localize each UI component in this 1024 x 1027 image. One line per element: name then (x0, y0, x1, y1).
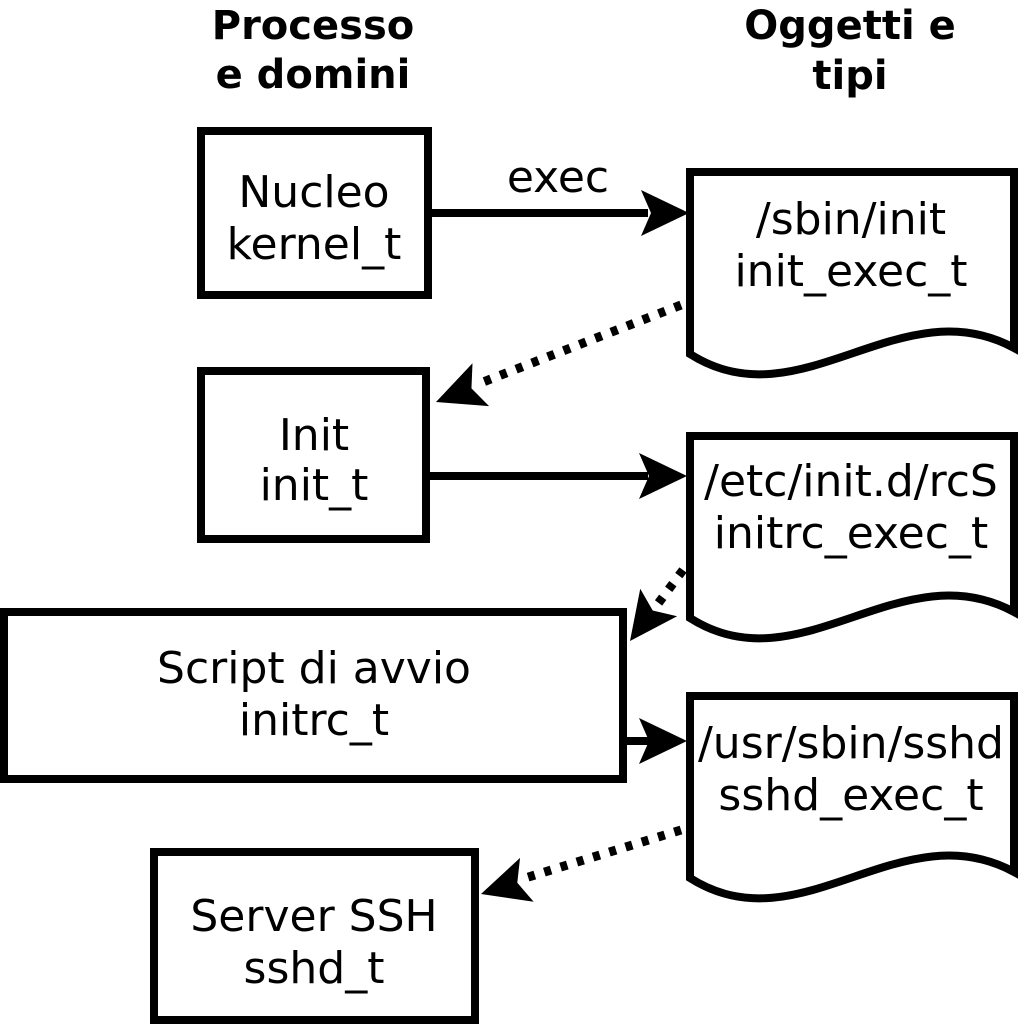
process-node-initrc-name: Script di avvio (157, 643, 471, 694)
exec-arrow-kernel-to-init-exec: exec (432, 152, 689, 236)
column-header-objects-line2: tipi (812, 53, 887, 99)
process-node-kernel-type: kernel_t (227, 219, 402, 270)
object-node-sshd-exec-document (686, 692, 1018, 903)
exec-arrow-initrc-to-sshd-exec (627, 718, 687, 764)
transition-arrow-1-line (476, 300, 683, 389)
column-header-objects-line1: Oggetti e (744, 3, 955, 49)
process-node-init-type: init_t (260, 460, 369, 511)
column-header-processes-line2: e domini (216, 52, 411, 98)
object-node-initrc-exec-type: initrc_exec_t (714, 508, 988, 559)
object-node-sshd-exec-path: /usr/sbin/sshd (698, 718, 1004, 769)
process-node-init-name: Init (279, 410, 349, 461)
transition-arrow-2-arrowhead-icon (630, 588, 678, 641)
process-node-initrc-type: initrc_t (239, 695, 389, 746)
process-node-kernel-name: Nucleo (238, 167, 389, 218)
column-header-processes: Processo e domini (212, 3, 414, 98)
column-header-processes-line1: Processo (212, 3, 414, 49)
exec-arrow-init-arrowhead-icon (639, 453, 687, 499)
object-node-initrc-exec-path: /etc/init.d/rcS (704, 456, 998, 507)
object-node-init-exec-path: /sbin/init (756, 194, 946, 245)
process-node-init-box (197, 367, 430, 543)
transition-arrow-init-exec-to-init (436, 300, 683, 407)
object-node-sshd-exec: /usr/sbin/sshd sshd_exec_t (686, 692, 1018, 903)
transition-arrow-sshd-exec-to-sshd (481, 825, 683, 902)
transition-arrow-3-line (520, 825, 683, 884)
object-node-init-exec-document (686, 168, 1018, 379)
process-node-sshd-box (150, 848, 479, 1024)
process-node-sshd-name: Server SSH (190, 891, 437, 942)
column-header-objects: Oggetti e tipi (744, 3, 955, 99)
process-node-sshd: Server SSH sshd_t (150, 848, 479, 1024)
process-node-sshd-type: sshd_t (244, 943, 385, 994)
exec-arrow-kernel-arrowhead-icon (641, 190, 689, 236)
object-node-initrc-exec: /etc/init.d/rcS initrc_exec_t (686, 432, 1018, 643)
transition-arrow-2-line (653, 567, 687, 608)
exec-arrow-initrc-arrowhead-icon (639, 718, 687, 764)
process-node-initrc: Script di avvio initrc_t (0, 608, 627, 783)
object-node-init-exec-type: init_exec_t (734, 246, 967, 297)
transition-arrow-initrc-exec-to-initrc (630, 567, 687, 641)
process-node-kernel: Nucleo kernel_t (197, 127, 432, 299)
process-node-initrc-box (0, 608, 627, 783)
object-node-initrc-exec-document (686, 432, 1018, 643)
exec-arrow-label: exec (507, 152, 609, 203)
transition-arrow-1-arrowhead-icon (436, 363, 490, 407)
object-node-sshd-exec-type: sshd_exec_t (718, 770, 983, 821)
process-node-kernel-box (197, 127, 432, 299)
object-node-init-exec: /sbin/init init_exec_t (686, 168, 1018, 379)
process-node-init: Init init_t (197, 367, 430, 543)
exec-arrow-init-to-initrc-exec (430, 453, 687, 499)
transition-arrow-3-arrowhead-icon (481, 857, 534, 902)
